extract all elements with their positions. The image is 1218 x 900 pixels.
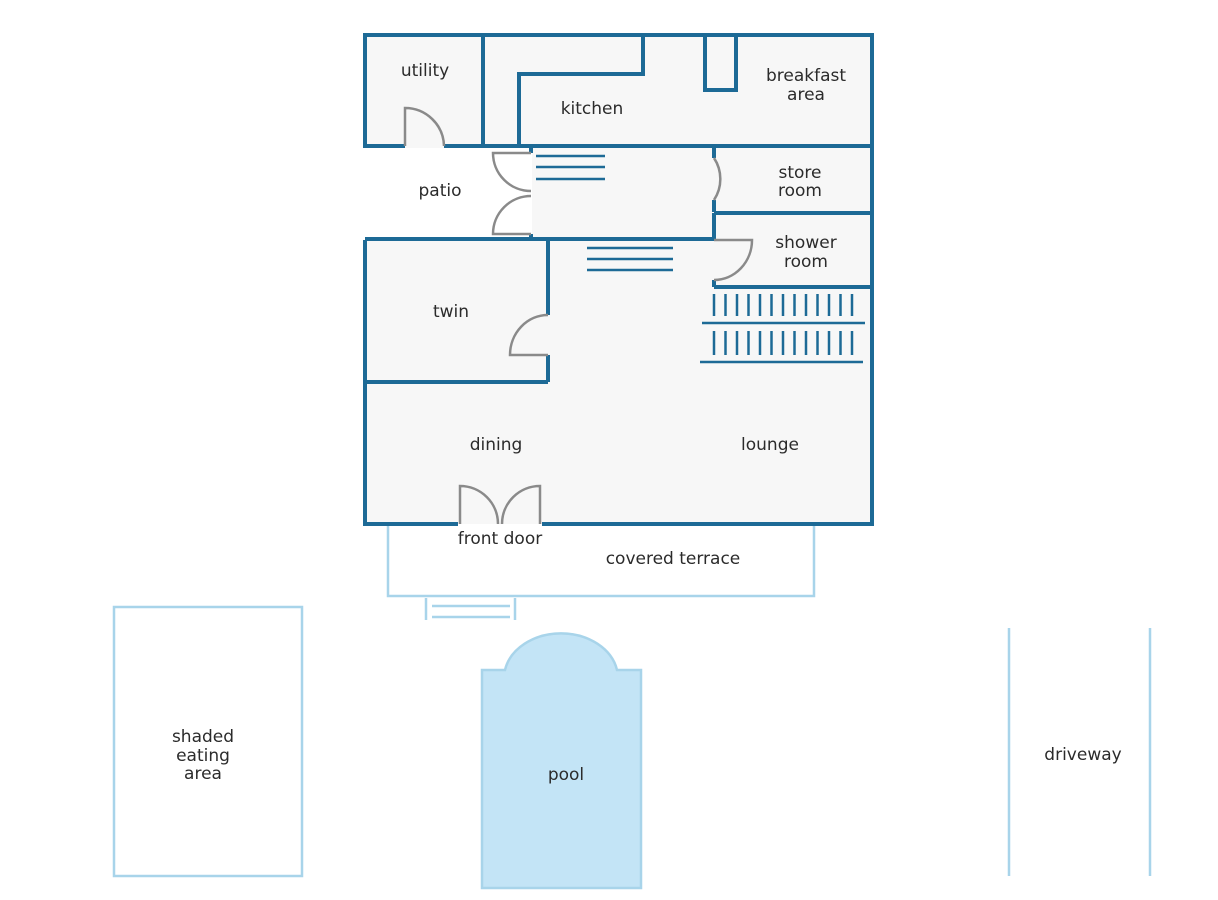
patio-area	[366, 148, 532, 240]
label-front-door: front door	[458, 529, 542, 549]
patio-door-upper	[491, 151, 532, 193]
label-utility: utility	[401, 61, 449, 81]
front-door-left	[458, 484, 500, 525]
twin-door	[508, 313, 549, 357]
label-kitchen: kitchen	[561, 99, 624, 119]
kitchen-counter	[517, 36, 645, 146]
shower-room-door	[713, 238, 754, 282]
label-patio: patio	[419, 181, 462, 201]
store-room-door	[712, 157, 722, 201]
stairs-upper	[536, 154, 605, 181]
label-store-room-1: store	[779, 163, 822, 183]
outdoor-features	[112, 524, 1152, 878]
front-door-right	[500, 484, 542, 525]
kitchen-chimney	[703, 36, 738, 92]
label-breakfast-area-1: breakfast	[766, 66, 846, 86]
label-shaded-eating-area-2: eating	[176, 746, 230, 766]
shaded-eating-area-outline	[112, 605, 304, 878]
covered-terrace-outline	[386, 524, 816, 598]
label-breakfast-area-2: area	[787, 85, 825, 105]
label-lounge: lounge	[741, 435, 799, 455]
house-floor	[366, 36, 872, 524]
label-pool: pool	[548, 765, 584, 785]
label-shower-room-1: shower	[775, 233, 836, 253]
outer-wall-left	[363, 240, 458, 526]
label-covered-terrace: covered terrace	[606, 549, 741, 569]
stairs-lounge	[712, 294, 854, 355]
doors	[403, 106, 754, 525]
walls	[363, 33, 874, 526]
outer-wall-top	[363, 33, 874, 526]
label-dining: dining	[470, 435, 523, 455]
label-shower-room-2: room	[784, 252, 828, 272]
label-twin: twin	[433, 302, 469, 322]
label-driveway: driveway	[1044, 745, 1121, 765]
utility-door	[403, 106, 446, 147]
terrace-steps	[424, 598, 517, 620]
label-shaded-eating-area-1: shaded	[172, 727, 234, 747]
patio-door-lower	[491, 194, 532, 236]
stairs-middle	[587, 246, 673, 272]
labels: utility kitchen breakfast area patio sto…	[172, 61, 1122, 785]
stairs	[536, 154, 865, 364]
pool-shape	[480, 632, 643, 890]
label-store-room-2: room	[778, 181, 822, 201]
label-shaded-eating-area-3: area	[184, 764, 222, 784]
